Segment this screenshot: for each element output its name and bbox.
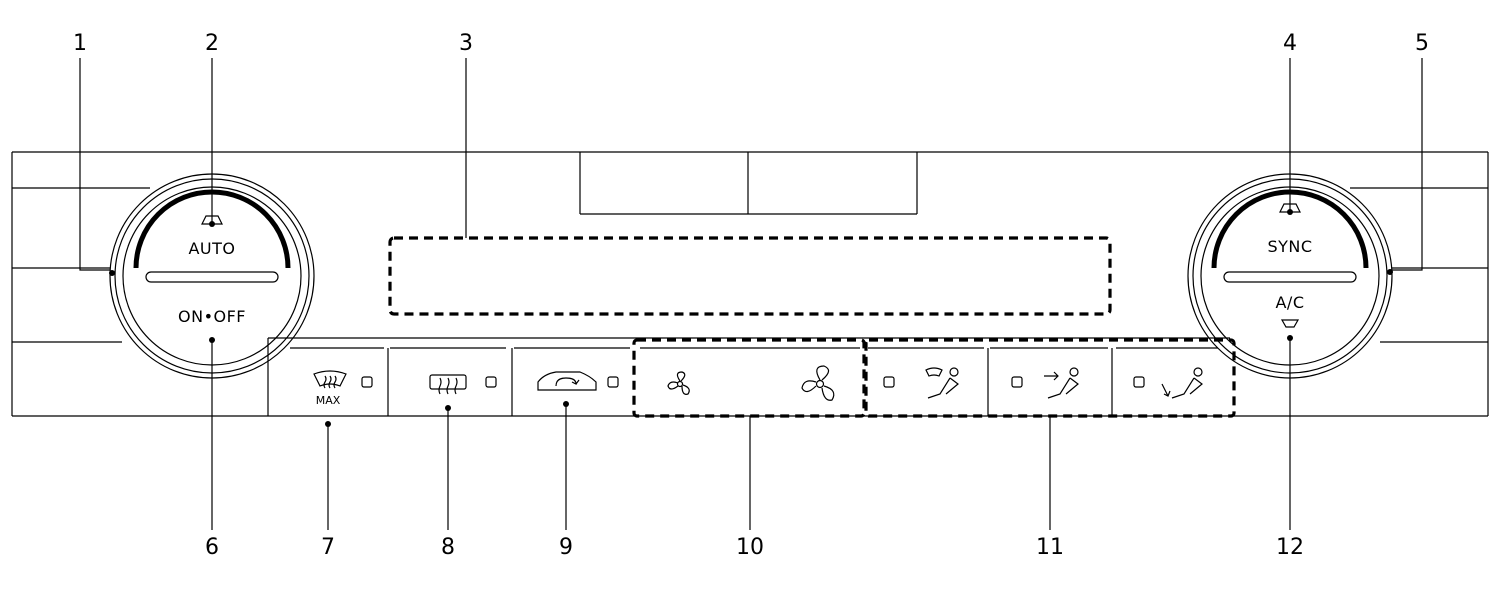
recirculation-indicator [607,376,619,388]
callout-4: 4 [1283,31,1297,56]
feet-mode-button[interactable] [1133,367,1203,399]
recirculation-button[interactable] [537,371,619,391]
temperature-display [388,236,1112,316]
max-defrost-button[interactable]: MAX [313,370,373,407]
rear-defrost-indicator [485,376,497,388]
callout-numbers: 1 2 3 4 5 6 7 8 9 10 11 12 [73,31,1429,560]
callout-8: 8 [441,535,455,560]
max-label: MAX [316,394,341,407]
callout-6: 6 [205,535,219,560]
callout-9: 9 [559,535,573,560]
defrost-feet-mode-button[interactable] [883,367,959,399]
callout-7: 7 [321,535,335,560]
fan-low-icon [667,371,690,395]
panel-outline [11,151,1489,417]
face-mode-indicator [1011,376,1023,388]
callout-12: 12 [1276,535,1304,560]
callout-1: 1 [73,31,87,56]
windshield-defrost-max-icon [313,370,347,389]
callout-3: 3 [459,31,473,56]
feet-mode-icon [1161,367,1203,399]
air-recirculation-icon [537,371,597,391]
rear-defrost-icon [429,374,467,395]
defrost-feet-indicator [883,376,895,388]
callout-10: 10 [736,535,764,560]
ac-label: A/C [1275,293,1304,312]
callout-5: 5 [1415,31,1429,56]
max-defrost-indicator [361,376,373,388]
air-flow-mode-controls[interactable] [864,338,1236,418]
face-mode-button[interactable] [1011,367,1079,399]
auto-label: AUTO [188,239,235,258]
rear-defrost-button[interactable] [429,374,497,395]
fan-high-icon [801,365,835,401]
defrost-feet-mode-icon [925,367,959,399]
feet-mode-indicator [1133,376,1145,388]
on-off-label: ON•OFF [178,307,246,326]
sync-label: SYNC [1267,237,1312,256]
leader-lines [79,58,1423,530]
face-mode-icon [1044,367,1079,399]
fan-speed-control[interactable] [632,338,866,418]
callout-2: 2 [205,31,219,56]
callout-11: 11 [1036,535,1064,560]
